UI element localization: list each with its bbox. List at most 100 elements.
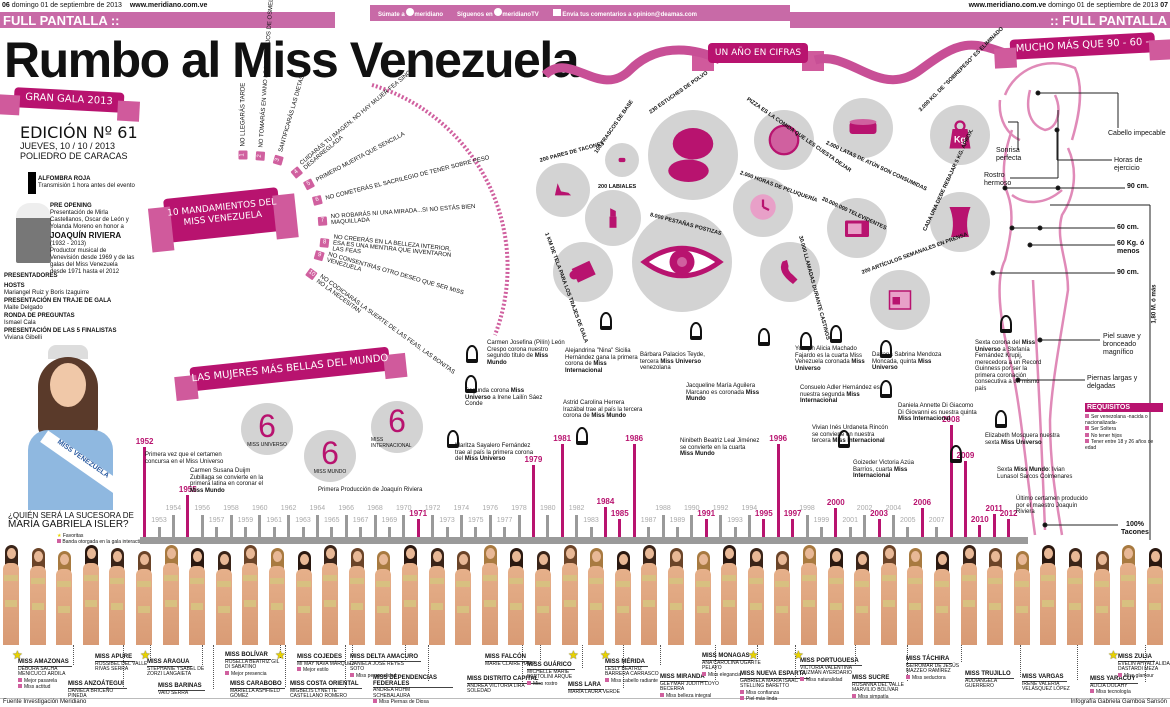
question-name: MARÍA GABRIELA ISLER?: [8, 519, 129, 530]
timeline-event: Bárbara Palacios Teyde, tercera Miss Uni…: [640, 352, 720, 372]
leader-line: [660, 645, 661, 665]
event-text: Primera vez que el certamen concursa en …: [145, 452, 224, 465]
timeline-year: 1972: [424, 505, 441, 512]
contestant-photo: [638, 545, 660, 645]
timeline-tick: [186, 495, 190, 537]
left-page-info: 06 domingo 01 de septiembre de 2013 www.…: [2, 2, 207, 9]
contestant-label: MISS BARINASVaio Serra: [158, 683, 238, 696]
e-channel-logo: [28, 172, 36, 194]
timeline-tick: [517, 515, 521, 537]
stat-label: 200 LABIALES: [598, 184, 637, 190]
timeline-tick: [200, 515, 204, 537]
contestant-photo: [825, 548, 847, 645]
event-title: Miss Universo: [660, 358, 702, 365]
timeline-tick: [877, 519, 881, 537]
favorite-star-icon: ★: [748, 648, 759, 662]
event-title: Miss Universo: [975, 340, 1036, 353]
comment-icon: [552, 8, 561, 16]
contestant-photo: [186, 548, 208, 645]
timeline-year: 2011: [985, 504, 1003, 513]
role-name: Ismael Cala: [4, 320, 36, 326]
timeline-year: 1975: [468, 517, 484, 524]
count-value: 6: [321, 435, 339, 471]
twitter-link[interactable]: Síguenos en meridianoTV: [457, 8, 539, 18]
leader-line: [123, 645, 124, 687]
contestant-name: Geiromar de Jesús Mazzeo Ramírez: [906, 662, 960, 674]
stat-circle: [930, 192, 990, 252]
timeline-year: 1981: [553, 434, 572, 443]
contestant-photo: [80, 545, 102, 645]
event-title: Miss Internacional: [832, 438, 885, 444]
event-title: Miss Internacional: [853, 466, 908, 480]
stat-circle: [605, 143, 639, 177]
timeline-axis: [140, 537, 1028, 544]
contestant-photo: [452, 551, 474, 645]
trophy-icon: [838, 430, 850, 448]
timeline-tick: [963, 461, 967, 537]
contestant-label: MISS SUCRERosanna del Valle Marvilio Bol…: [852, 675, 932, 700]
timeline-tick: [287, 515, 291, 537]
contestant-award: Miss tecnología: [1090, 689, 1170, 696]
contestant-photo: [1144, 548, 1166, 645]
timeline-tick: [575, 515, 579, 537]
contestant-photo: [0, 545, 22, 645]
event-text: Daniela Annette Di Giacomo Di Giovanni e…: [898, 403, 977, 416]
timeline-tick: [920, 508, 924, 537]
timeline-year: 2009: [956, 451, 975, 460]
timeline-year: 2008: [942, 415, 960, 424]
newspaper-icon: [888, 290, 912, 310]
timeline-year: 1955: [178, 485, 197, 494]
timeline-event: Segunda corona Miss Universo a Irene Lai…: [465, 388, 545, 408]
leader-line: [522, 645, 523, 682]
contestant-label: MISS BOLÍVARRosella Beatriz Gil Di Sabat…: [225, 652, 305, 677]
contestant-photo: [532, 551, 554, 645]
facebook-link[interactable]: Súmate a meridiano: [378, 8, 443, 18]
event-title: Miss Universo: [1001, 439, 1042, 446]
contestant-photo: [559, 545, 581, 645]
stat-circle: [754, 110, 814, 170]
contestant-photo: [612, 551, 634, 645]
contestant-label: MISS ARAGUAStephanie Ysabel de Zorzi Lan…: [147, 659, 227, 678]
contestant-photo: [665, 548, 687, 645]
timeline-event: Jacqueline María Aguilera Marcano es cor…: [686, 383, 766, 403]
timeline-event: Primera Producción de Joaquín Riviera: [318, 487, 428, 494]
honoree-years: (1932 - 2013): [50, 241, 87, 247]
contestant-photo: [692, 551, 714, 645]
site-url[interactable]: www.meridiano.com.ve: [129, 2, 208, 9]
leader-line: [428, 645, 429, 681]
event-text: Astrid Carolina Herrera Irazábal trae al…: [563, 400, 643, 419]
event-text: Consuelo Adler Hernández es nuestra segu…: [800, 385, 880, 398]
contestant-award: Miss confianza: [740, 690, 820, 697]
timeline-event: Sexta corona del Miss Universo a Stefaní…: [975, 340, 1045, 392]
contestant-name: Mi May Nava Márquez: [297, 660, 355, 667]
timeline-year: 2004: [885, 505, 902, 512]
event-title: Miss Universo: [464, 456, 506, 462]
comment-link[interactable]: Envía tus comentarios a opinion@deamas.c…: [552, 8, 697, 18]
timeline-tick: [171, 515, 175, 537]
contestant-award: Miss personalidad: [350, 673, 430, 680]
timeline-year: 1986: [625, 434, 644, 443]
section-title-right: :: FULL PANTALLA: [1050, 13, 1167, 28]
timeline-year: 1974: [453, 505, 470, 512]
contestant-name: Gleymar Judith Loyo Becerra: [660, 680, 719, 692]
requirement-item: Tener entre 18 y 26 años de edad: [1085, 439, 1163, 451]
event-title: Miss Internacional: [800, 391, 860, 405]
contestant-title: MISS COSTA ORIENTAL: [290, 681, 362, 689]
timeline-year: 1980: [540, 505, 556, 512]
timeline-year: 1956: [194, 505, 210, 512]
contestant-photo: [745, 548, 767, 645]
leader-line: [540, 645, 541, 660]
contestant-title: MISS CARABOBO: [230, 681, 285, 689]
timeline-year: 1979: [524, 455, 543, 464]
timeline-year: 1953: [151, 517, 167, 524]
timeline-tick: [315, 515, 319, 537]
timeline-tick: [949, 425, 953, 537]
label-hips: 90 cm.: [1117, 269, 1139, 276]
site-url-right[interactable]: www.meridiano.com.ve: [968, 2, 1047, 9]
event-text: Bárbara Palacios Teyde, tercera: [640, 352, 705, 365]
footer-divider: [0, 698, 1170, 699]
timeline-tick: [589, 527, 593, 537]
timeline-tick: [762, 519, 766, 537]
